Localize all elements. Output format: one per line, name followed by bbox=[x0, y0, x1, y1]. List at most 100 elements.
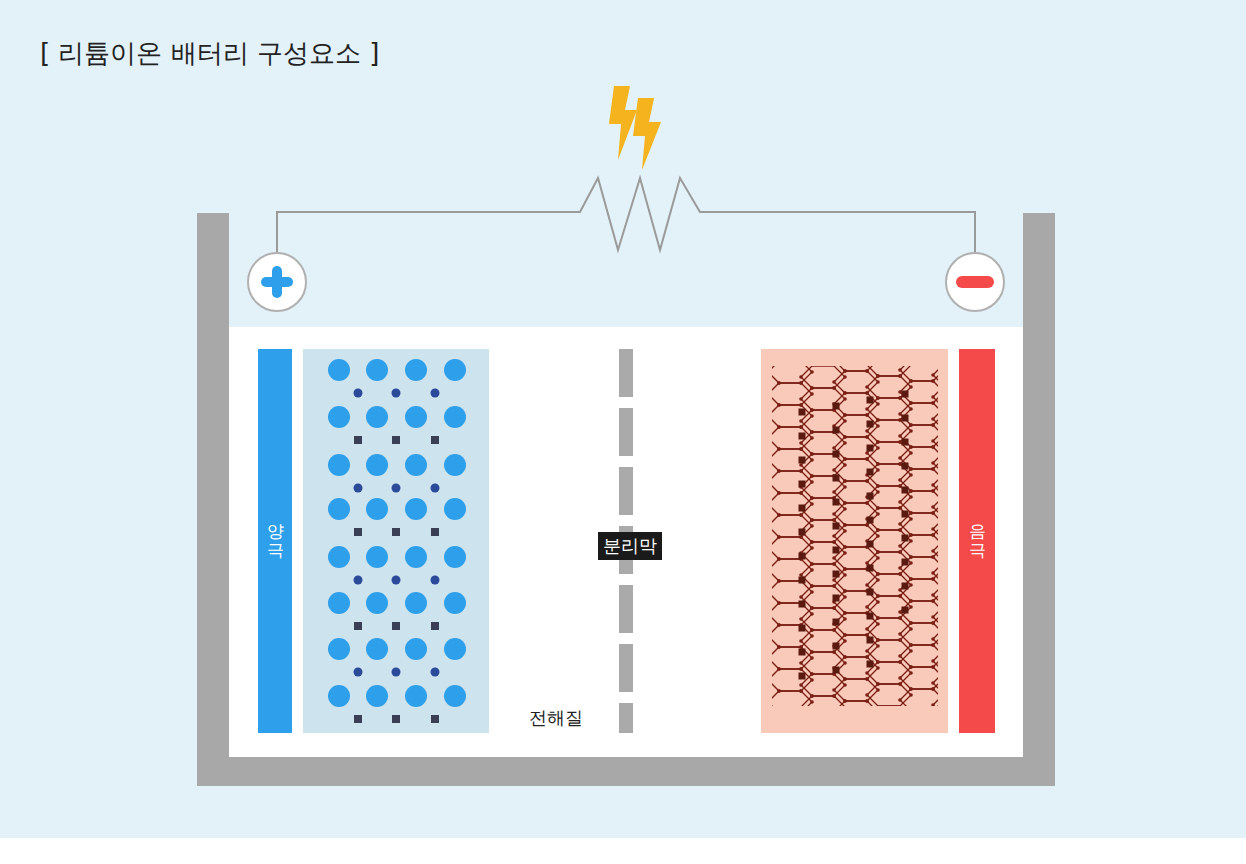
carbon-atom bbox=[832, 628, 836, 632]
carbon-atom bbox=[898, 676, 902, 680]
carbon-atom bbox=[931, 527, 935, 531]
carbon-atom bbox=[876, 666, 880, 670]
carbon-atom bbox=[898, 638, 902, 642]
carbon-atom bbox=[832, 386, 836, 390]
carbon-atom bbox=[909, 643, 913, 647]
carbon-atom bbox=[777, 381, 781, 385]
lithium-ion bbox=[902, 559, 909, 566]
carbon-atom bbox=[799, 403, 803, 407]
carbon-atom bbox=[876, 374, 880, 378]
carbon-atom bbox=[931, 681, 935, 685]
carbon-atom bbox=[876, 616, 880, 620]
graphite-hex bbox=[867, 596, 911, 618]
carbon-atom bbox=[777, 491, 781, 495]
lithium-ion bbox=[867, 397, 874, 404]
carbon-atom bbox=[832, 518, 836, 522]
carbon-atom bbox=[865, 457, 869, 461]
carbon-atom bbox=[898, 698, 902, 702]
carbon-atom bbox=[931, 599, 935, 603]
carbon-atom bbox=[843, 529, 847, 533]
carbon-atom bbox=[931, 665, 935, 669]
carbon-atom bbox=[810, 650, 814, 654]
lithium-ion bbox=[867, 661, 874, 668]
negative-terminal bbox=[946, 253, 1004, 311]
carbon-atom bbox=[931, 445, 935, 449]
carbon-atom bbox=[865, 457, 869, 461]
carbon-atom bbox=[810, 628, 814, 632]
carbon-atom bbox=[931, 511, 935, 515]
carbon-atom bbox=[909, 687, 913, 691]
graphite-hex bbox=[900, 381, 938, 403]
lithium-ion bbox=[867, 493, 874, 500]
carbon-atom bbox=[810, 672, 814, 676]
carbon-atom bbox=[865, 479, 869, 483]
carbon-atom bbox=[898, 522, 902, 526]
lithium-ion bbox=[902, 463, 909, 470]
carbon-atom bbox=[909, 583, 913, 587]
carbon-atom bbox=[876, 688, 880, 692]
carbon-atom bbox=[777, 513, 781, 517]
carbon-atom bbox=[865, 369, 869, 373]
cathode-particle bbox=[444, 592, 466, 614]
carbon-atom bbox=[799, 491, 803, 495]
carbon-atom bbox=[843, 369, 847, 373]
carbon-atom bbox=[843, 485, 847, 489]
carbon-atom bbox=[931, 467, 935, 471]
separator-dash bbox=[619, 644, 633, 692]
carbon-atom bbox=[876, 506, 880, 510]
carbon-atom bbox=[843, 523, 847, 527]
carbon-atom bbox=[799, 469, 803, 473]
cathode-particle bbox=[366, 406, 388, 428]
carbon-atom bbox=[909, 467, 913, 471]
lithium-ion bbox=[867, 613, 874, 620]
carbon-atom bbox=[799, 381, 803, 385]
carbon-atom bbox=[876, 396, 880, 400]
carbon-atom bbox=[810, 430, 814, 434]
lithium-ion bbox=[833, 643, 840, 650]
carbon-atom bbox=[799, 397, 803, 401]
carbon-atom bbox=[909, 555, 913, 559]
carbon-atom bbox=[909, 577, 913, 581]
carbon-atom bbox=[810, 430, 814, 434]
graphite-hex bbox=[900, 601, 938, 623]
lithium-ion bbox=[833, 475, 840, 482]
carbon-atom bbox=[898, 506, 902, 510]
carbon-atom bbox=[777, 623, 781, 627]
carbon-atom bbox=[909, 379, 913, 383]
carbon-atom bbox=[931, 643, 935, 647]
carbon-atom bbox=[810, 452, 814, 456]
lithium-ion bbox=[833, 523, 840, 530]
carbon-atom bbox=[832, 556, 836, 560]
carbon-atom bbox=[777, 667, 781, 671]
carbon-atom bbox=[898, 500, 902, 504]
carbon-atom bbox=[865, 627, 869, 631]
carbon-atom bbox=[865, 677, 869, 681]
lithium-ion bbox=[902, 487, 909, 494]
carbon-atom bbox=[832, 578, 836, 582]
graphite-hex bbox=[801, 586, 845, 608]
graphite-hex bbox=[900, 535, 938, 557]
ion-dot bbox=[431, 389, 440, 398]
carbon-atom bbox=[931, 489, 935, 493]
carbon-atom bbox=[865, 391, 869, 395]
carbon-atom bbox=[810, 540, 814, 544]
carbon-atom bbox=[843, 479, 847, 483]
carbon-atom bbox=[865, 523, 869, 527]
carbon-atom bbox=[777, 579, 781, 583]
carbon-atom bbox=[865, 369, 869, 373]
node-text: 음극 bbox=[969, 522, 986, 559]
carbon-atom bbox=[799, 617, 803, 621]
carbon-atom bbox=[898, 572, 902, 576]
carbon-atom bbox=[898, 374, 902, 378]
graphite-hex bbox=[772, 691, 812, 706]
carbon-atom bbox=[832, 518, 836, 522]
lithium-ion bbox=[799, 625, 806, 632]
carbon-atom bbox=[909, 489, 913, 493]
carbon-atom bbox=[810, 562, 814, 566]
lithium-ion bbox=[867, 421, 874, 428]
node-text: 분리막 bbox=[603, 534, 657, 558]
carbon-atom bbox=[810, 568, 814, 572]
carbon-atom bbox=[843, 655, 847, 659]
lithium-ion bbox=[799, 553, 806, 560]
